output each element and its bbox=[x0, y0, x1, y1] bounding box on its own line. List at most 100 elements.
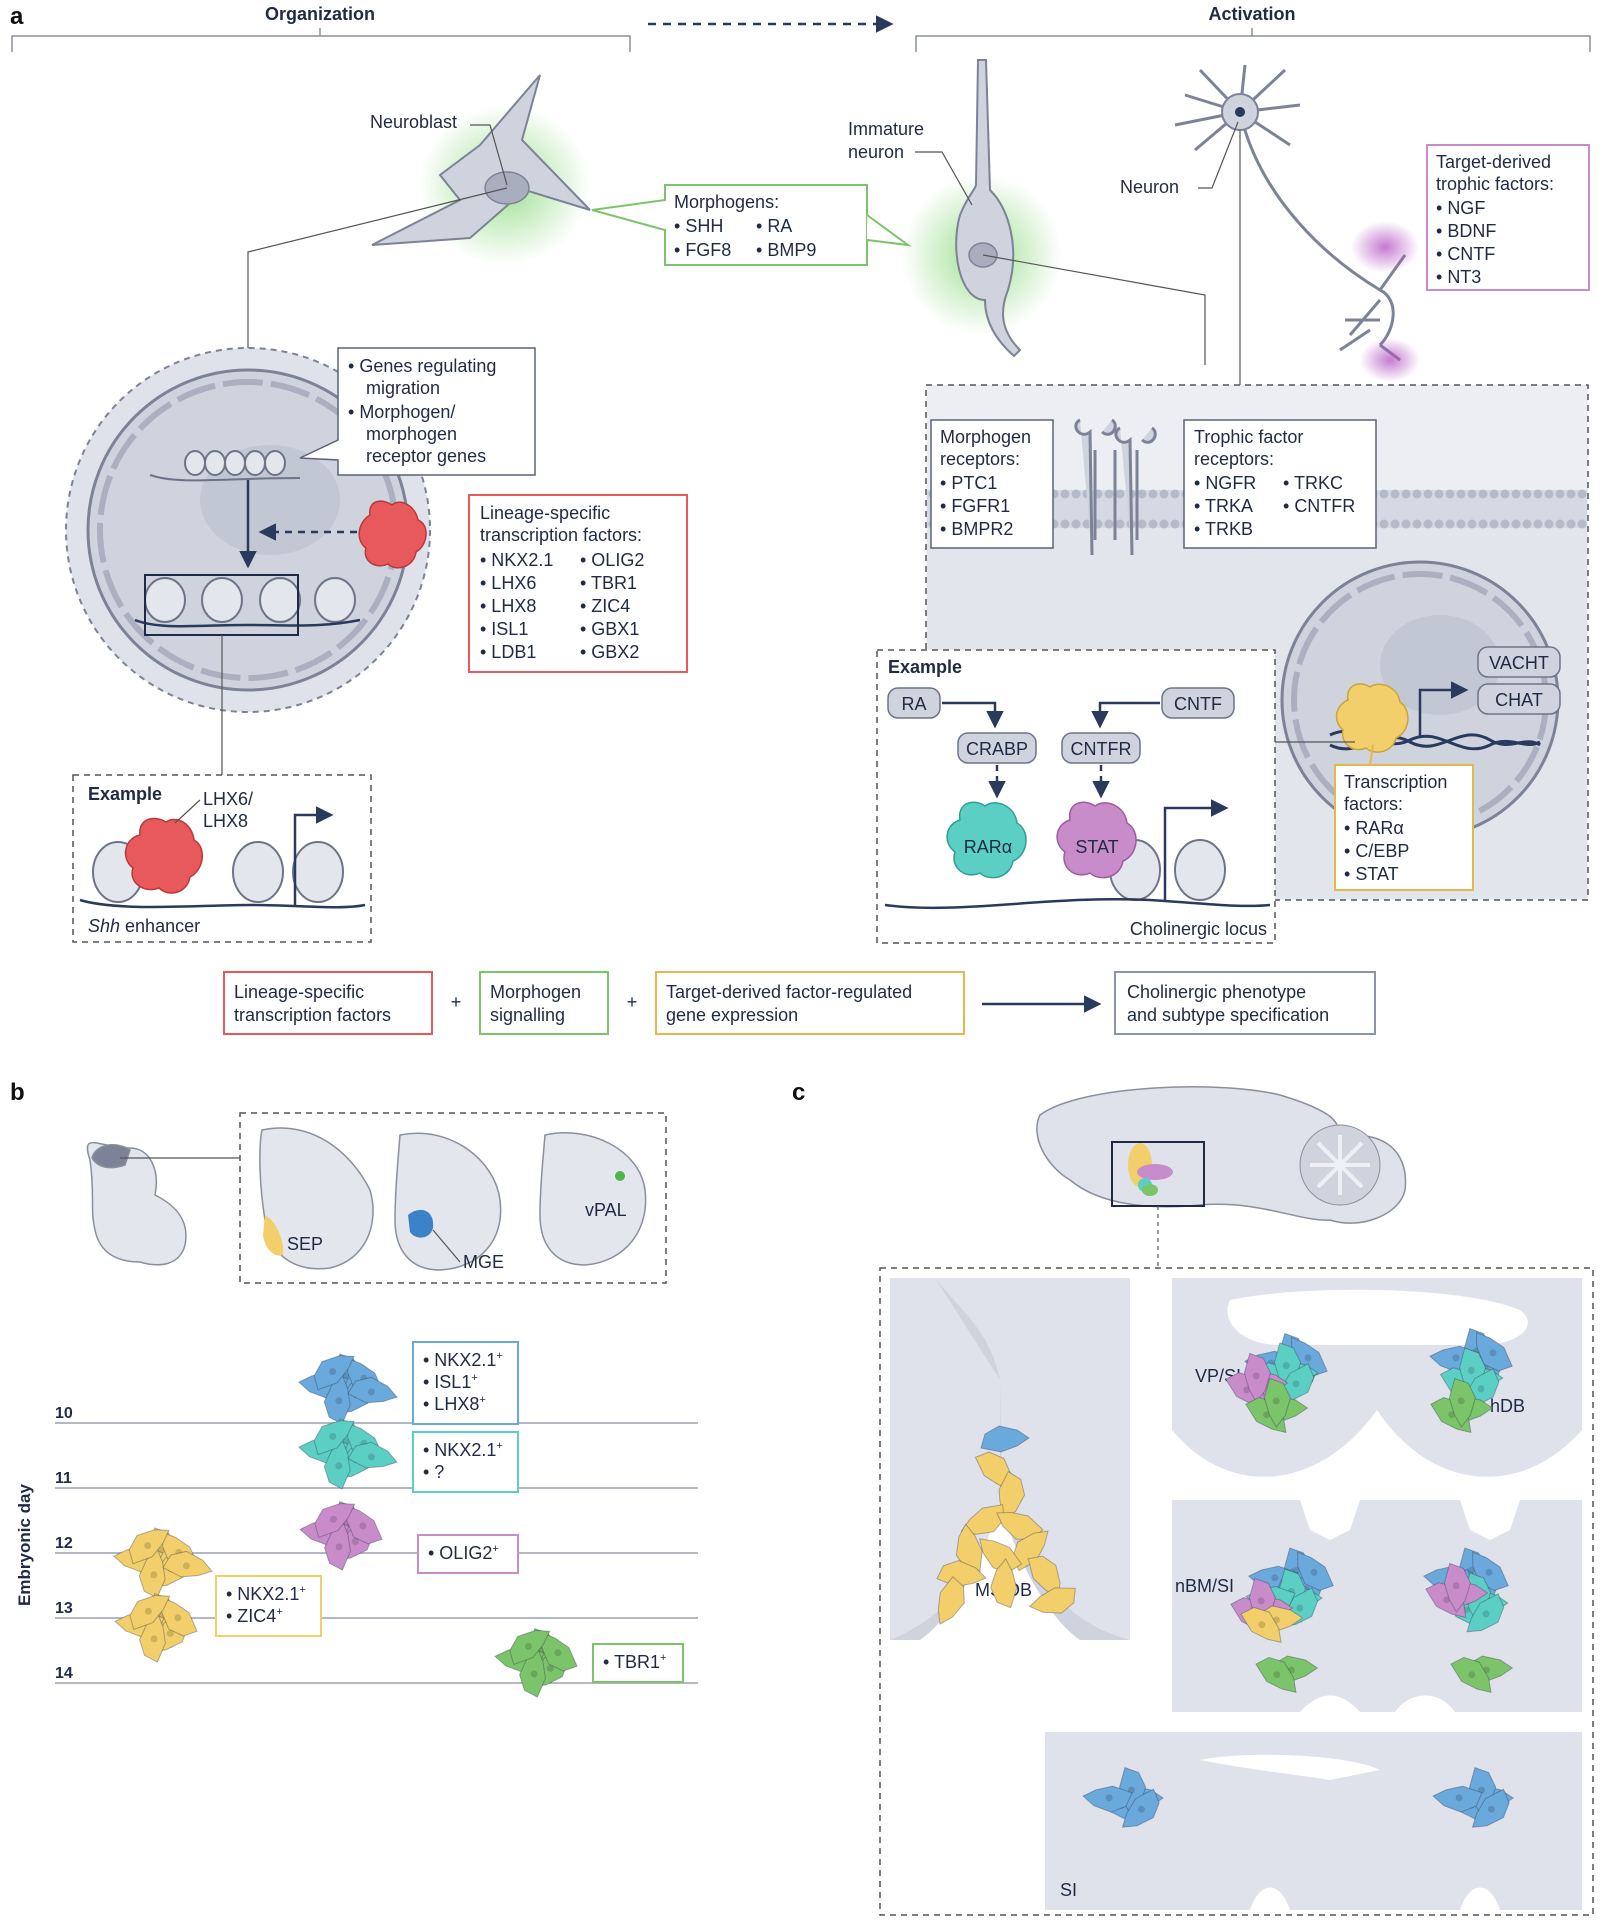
eq-morphogen-2: signalling bbox=[490, 1005, 565, 1025]
lipid-head bbox=[1489, 519, 1499, 529]
neuron-cell bbox=[1475, 1331, 1513, 1372]
example-right-title: Example bbox=[888, 657, 962, 677]
lipid-head bbox=[1511, 489, 1521, 499]
ra-label: RA bbox=[901, 694, 926, 714]
trophic-receptors-title-2: receptors: bbox=[1194, 449, 1274, 469]
tf-item-stat: • STAT bbox=[1344, 864, 1399, 884]
eq-result-1: Cholinergic phenotype bbox=[1127, 982, 1306, 1002]
neuron-cell-nucleus bbox=[1452, 1354, 1460, 1362]
neuron-cell-nucleus bbox=[1455, 1794, 1463, 1802]
neuroblast-to-nucleus-line bbox=[247, 187, 508, 385]
tf-title-1: Transcription bbox=[1344, 772, 1447, 792]
lineage-item: • TBR1 bbox=[580, 573, 637, 593]
eq-result-box bbox=[1114, 971, 1376, 1035]
neuron-pointer bbox=[1198, 121, 1239, 189]
lipid-head bbox=[1379, 489, 1389, 499]
neuron-cell-nucleus bbox=[1272, 1397, 1280, 1405]
tf-item-cebp: • C/EBP bbox=[1344, 841, 1409, 861]
left-nucleosomes bbox=[144, 577, 356, 623]
neuron-cell-nucleus bbox=[1477, 1385, 1485, 1393]
lipid-head bbox=[1456, 489, 1466, 499]
marker-item: • OLIG2+ bbox=[428, 1543, 499, 1563]
eq-plus-1: + bbox=[451, 992, 462, 1012]
lipid-head bbox=[1544, 519, 1554, 529]
lipid-head bbox=[1137, 519, 1147, 529]
neuron-cell-nucleus bbox=[1292, 1380, 1300, 1388]
neuron-cell-nucleus bbox=[359, 1522, 367, 1530]
neuron-cell-nucleus bbox=[1137, 1805, 1145, 1813]
neuron-cell bbox=[162, 1550, 213, 1578]
neuron-cell bbox=[1450, 1656, 1492, 1694]
morphogens-title: Morphogens: bbox=[674, 192, 779, 212]
cntf-label: CNTF bbox=[1174, 694, 1222, 714]
trophic-title-2: trophic factors: bbox=[1436, 174, 1554, 194]
ra-pill bbox=[887, 687, 941, 719]
lipid-head bbox=[1445, 489, 1455, 499]
morphogen-receptor-fgfr1: • FGFR1 bbox=[940, 496, 1010, 516]
neuron-cell bbox=[1121, 1788, 1160, 1828]
lipid-head bbox=[1401, 519, 1411, 529]
lineage-item: • LHX6 bbox=[480, 573, 536, 593]
lineage-box bbox=[468, 494, 688, 673]
sagittal-brain bbox=[1036, 1086, 1407, 1224]
activation-bracket bbox=[915, 28, 1591, 52]
neuron-cell bbox=[509, 1630, 551, 1666]
mature-neuron bbox=[1174, 64, 1407, 362]
lipid-head bbox=[1434, 489, 1444, 499]
neuron-cell bbox=[139, 1612, 166, 1663]
panel-a-letter: a bbox=[10, 3, 24, 30]
trophic-receptor-trkb: • TRKB bbox=[1194, 519, 1253, 539]
trophic-receptors-title-1: Trophic factor bbox=[1194, 427, 1303, 447]
neuron-cell-nucleus bbox=[1243, 1386, 1251, 1394]
example-right-dna bbox=[884, 897, 1271, 910]
day-label: 14 bbox=[55, 1665, 73, 1682]
membrane-receptors bbox=[1074, 418, 1157, 556]
lipid-head bbox=[1071, 489, 1081, 499]
lipid-head bbox=[1379, 519, 1389, 529]
neuron-cell bbox=[347, 1441, 398, 1469]
eq-target-box bbox=[655, 971, 965, 1035]
panel-b-letter: b bbox=[10, 1079, 25, 1106]
lipid-head bbox=[1423, 519, 1433, 529]
neuron-cell-nucleus bbox=[1457, 1397, 1465, 1405]
neuron-cell bbox=[1243, 1352, 1271, 1403]
section-vpal bbox=[539, 1132, 647, 1266]
lipid-head bbox=[1511, 519, 1521, 529]
neuron-cell bbox=[996, 1511, 1044, 1541]
si-commissure bbox=[1200, 1754, 1380, 1780]
neuron-cell-nucleus bbox=[144, 1542, 152, 1549]
lipid-head bbox=[1544, 489, 1554, 499]
neuron-cell-nucleus bbox=[329, 1433, 337, 1440]
neuron-cell bbox=[1012, 1530, 1049, 1572]
morphogen-receptors-title-2: receptors: bbox=[940, 449, 1020, 469]
neuron-cell bbox=[1471, 1788, 1510, 1828]
lineage-item: • OLIG2 bbox=[580, 550, 644, 570]
immature-neuron-cell bbox=[955, 59, 1022, 358]
trophic-item-nt3: • NT3 bbox=[1436, 267, 1481, 287]
lipid-head bbox=[1555, 489, 1565, 499]
neuron-cell-nucleus bbox=[1271, 1574, 1279, 1582]
marker-box bbox=[412, 1341, 519, 1425]
neuron-cell-nucleus bbox=[1282, 1362, 1290, 1369]
neuron-cell-nucleus bbox=[367, 1388, 375, 1396]
neuron-cell-nucleus bbox=[329, 1368, 337, 1375]
trophic-item-cntf: • CNTF bbox=[1436, 244, 1495, 264]
example-left-dna bbox=[79, 898, 366, 909]
marker-boxes: • NKX2.1+• ISL1+• LHX8+• NKX2.1+• ?• OLI… bbox=[215, 1341, 684, 1683]
neuron-cell bbox=[1432, 1785, 1483, 1813]
lipid-head bbox=[1170, 489, 1180, 499]
morphogen-receptor-ptc1: • PTC1 bbox=[940, 473, 997, 493]
rara-label: RARα bbox=[964, 837, 1012, 857]
lipid-head bbox=[1390, 519, 1400, 529]
genes-item-1-line-1: • Genes regulating bbox=[348, 356, 496, 376]
neuron-cell-nucleus bbox=[1310, 1568, 1318, 1576]
organization-header: Organization bbox=[265, 4, 375, 24]
neuron-cell bbox=[324, 1520, 351, 1571]
lineage-factor-blob bbox=[358, 500, 427, 569]
neuron-cell-nucleus bbox=[1443, 1596, 1451, 1604]
cntfr-pill bbox=[1061, 732, 1141, 764]
right-tf-blob bbox=[1335, 683, 1409, 753]
neuron-nucleus bbox=[1235, 107, 1245, 117]
chat-label: CHAT bbox=[1495, 690, 1543, 710]
